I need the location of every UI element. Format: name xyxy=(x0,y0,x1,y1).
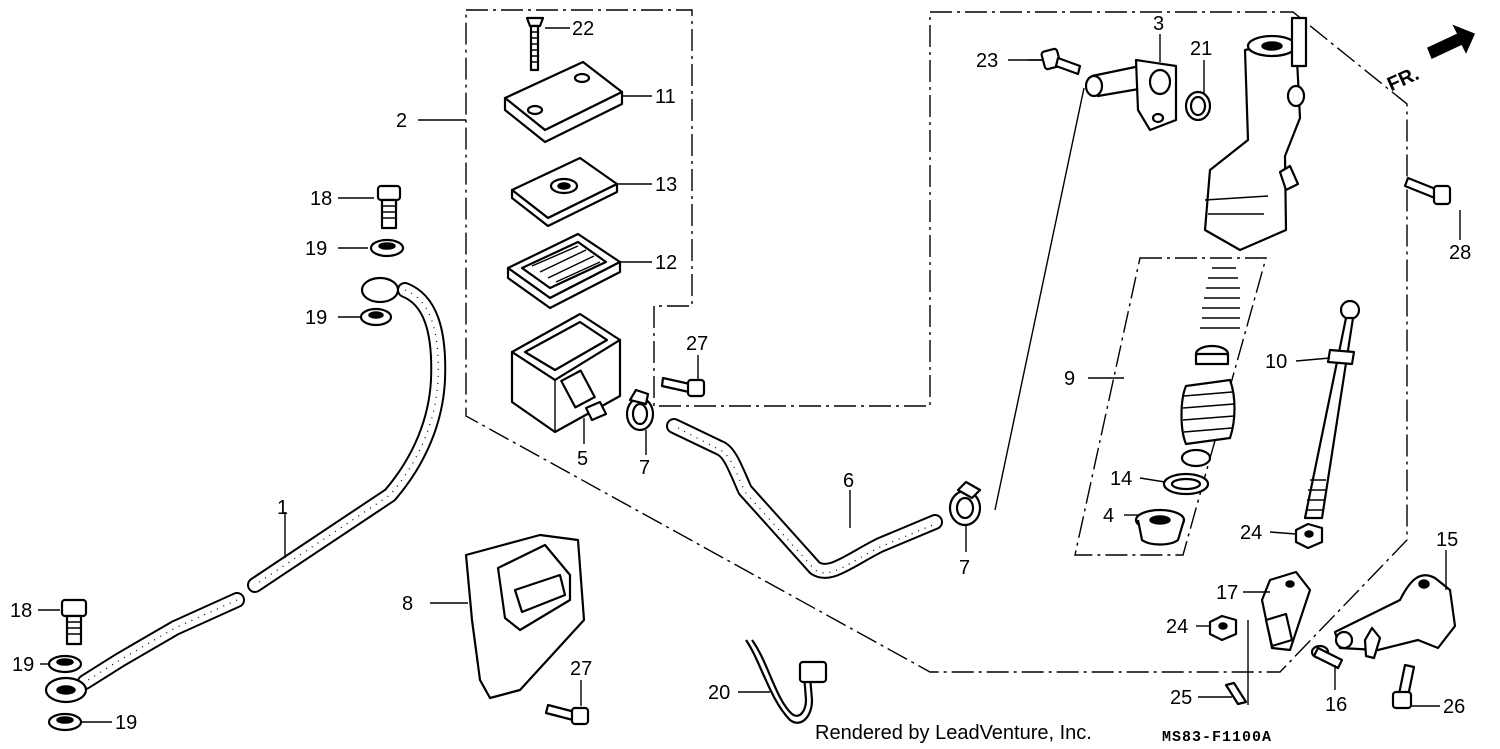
callout-28: 28 xyxy=(1449,242,1471,264)
callout-27b: 27 xyxy=(570,658,592,680)
callout-8: 8 xyxy=(402,593,413,615)
bolt-23 xyxy=(1040,47,1082,76)
diaphragm-plate-13 xyxy=(510,156,619,228)
o-ring-21 xyxy=(1184,90,1212,122)
callout-19-lower: 19 xyxy=(12,654,34,676)
screw-22 xyxy=(525,16,545,72)
callout-12: 12 xyxy=(655,252,677,274)
bolt-26 xyxy=(1391,663,1416,710)
callout-11: 11 xyxy=(655,86,676,108)
callout-19-bottom: 19 xyxy=(115,712,137,734)
diaphragm-12 xyxy=(506,232,622,310)
brake-hose-1 xyxy=(44,276,447,704)
hose-clamp-7b xyxy=(948,480,982,527)
reservoir-cap-11 xyxy=(503,60,624,144)
callout-26: 26 xyxy=(1443,696,1465,718)
bolt-28 xyxy=(1403,176,1452,206)
assembly-boundary xyxy=(465,9,1408,673)
callout-7b: 7 xyxy=(959,557,970,579)
brake-arm-15 xyxy=(1333,574,1457,660)
callout-labels: 22 2 11 13 12 5 7 18 19 19 1 18 19 19 27… xyxy=(10,13,1471,734)
callout-14: 14 xyxy=(1110,468,1132,490)
boot-4 xyxy=(1134,508,1186,546)
band-20 xyxy=(745,639,828,724)
circlip-14 xyxy=(1162,472,1210,496)
cover-8 xyxy=(464,533,586,700)
callout-21: 21 xyxy=(1190,38,1212,60)
push-rod-10 xyxy=(1303,299,1361,520)
callout-24a: 24 xyxy=(1240,522,1262,544)
callout-13: 13 xyxy=(655,174,677,196)
pin-16 xyxy=(1310,644,1344,670)
callout-27a: 27 xyxy=(686,333,708,355)
bolt-27b xyxy=(544,703,590,726)
callout-23: 23 xyxy=(976,50,998,72)
callout-25: 25 xyxy=(1170,687,1192,709)
direction-label: FR. xyxy=(1384,63,1422,96)
nut-24b xyxy=(1208,614,1238,642)
clevis-17 xyxy=(1260,570,1312,652)
callout-2: 2 xyxy=(396,110,407,132)
diagram-code: MS83-F1100A xyxy=(1162,729,1272,746)
cotter-pin-25 xyxy=(1224,681,1248,706)
callout-4: 4 xyxy=(1103,505,1114,527)
callout-24b: 24 xyxy=(1166,616,1188,638)
callout-16: 16 xyxy=(1325,694,1347,716)
front-direction-arrow: FR. xyxy=(1384,24,1476,96)
callout-15: 15 xyxy=(1436,529,1458,551)
reservoir-5 xyxy=(510,312,622,434)
callout-18-bottom: 18 xyxy=(10,600,32,622)
callout-9: 9 xyxy=(1064,368,1075,390)
banjo-bolt-18-top xyxy=(376,184,402,230)
credit-text: Rendered by LeadVenture, Inc. xyxy=(815,722,1092,744)
washer-19-bottom xyxy=(47,712,83,732)
leader-lines xyxy=(38,27,1461,723)
callout-10: 10 xyxy=(1265,351,1287,373)
callout-3: 3 xyxy=(1153,13,1164,35)
reservoir-hose-6 xyxy=(666,418,943,579)
callout-7a: 7 xyxy=(639,457,650,479)
bolt-27a xyxy=(660,376,706,398)
washer-19-lower xyxy=(47,654,83,674)
master-cylinder-body xyxy=(1203,16,1308,252)
nut-24a xyxy=(1294,522,1324,550)
callout-18-top: 18 xyxy=(310,188,332,210)
callout-6: 6 xyxy=(843,470,854,492)
callout-1: 1 xyxy=(277,497,288,519)
callout-19-top: 19 xyxy=(305,238,327,260)
banjo-bolt-18-bottom xyxy=(60,598,88,646)
hose-clamp-7a xyxy=(625,388,655,432)
piston-set-9 xyxy=(1180,267,1240,468)
callout-17: 17 xyxy=(1216,582,1238,604)
washer-19-top xyxy=(369,238,405,258)
callout-5: 5 xyxy=(577,448,588,470)
callout-19-mid: 19 xyxy=(305,307,327,329)
callout-22: 22 xyxy=(572,18,594,40)
joint-3 xyxy=(1084,58,1178,132)
washer-19-mid xyxy=(359,307,393,327)
callout-20: 20 xyxy=(708,682,730,704)
